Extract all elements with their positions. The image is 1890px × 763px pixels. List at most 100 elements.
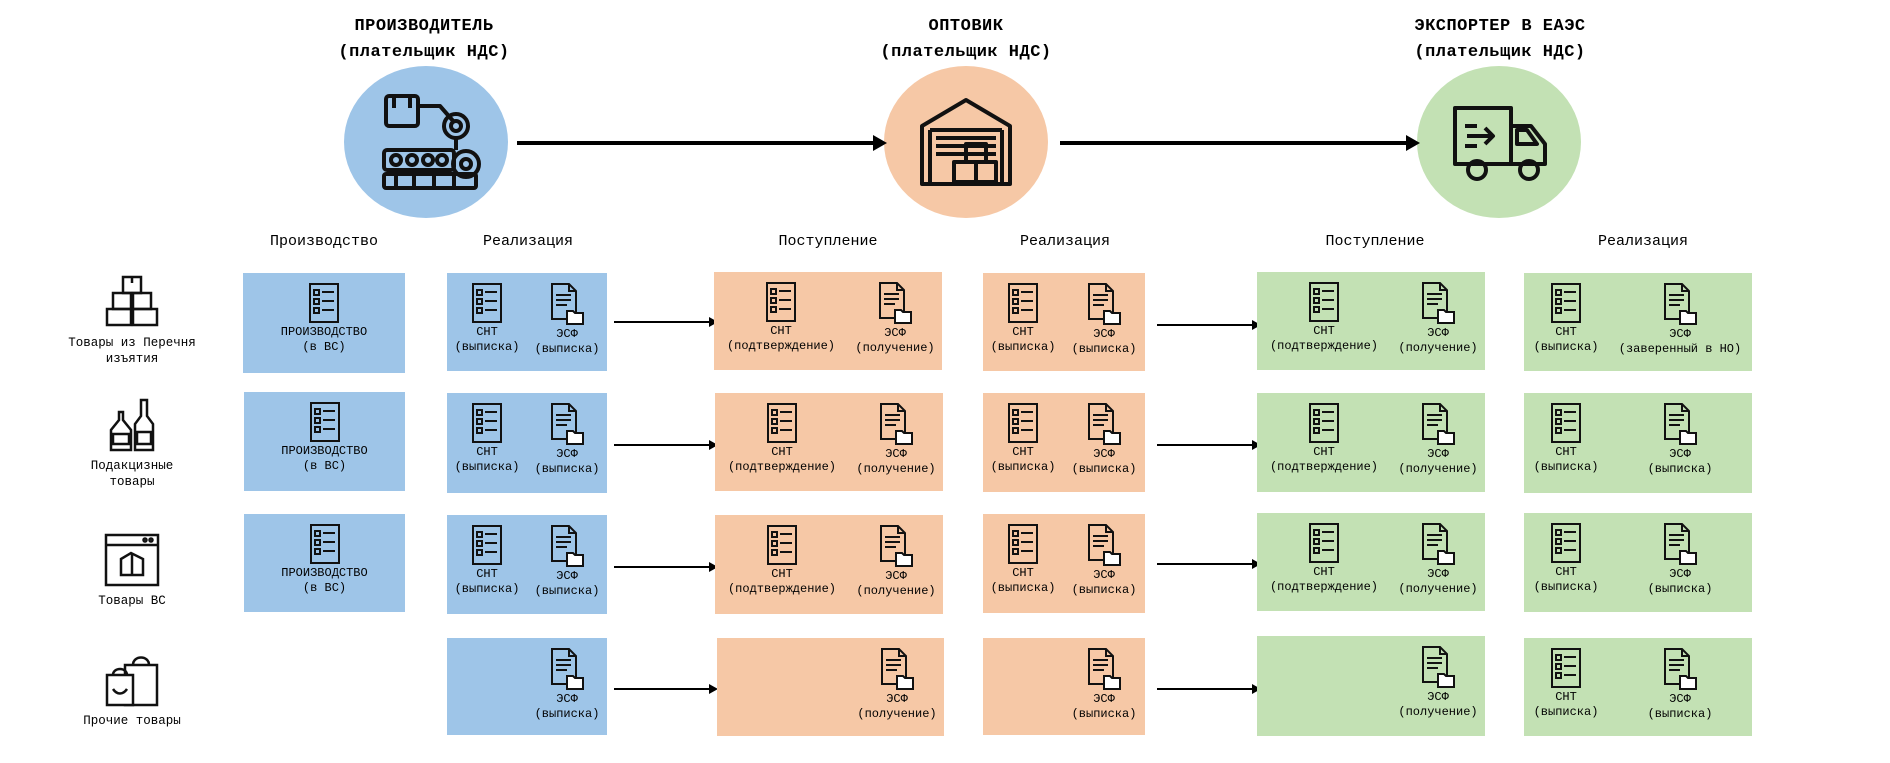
doc-snt-issue: СНТ (выписка): [983, 403, 1063, 475]
invoice-folder-icon: [880, 525, 913, 567]
doc-esf-receive: ЭСФ (получение): [1391, 403, 1485, 477]
category-label: Товары из Перечня изъятия: [68, 336, 196, 366]
doc-snt-issue: СНТ (выписка): [447, 283, 527, 355]
column-header-receipt-exporter: Поступление: [1325, 233, 1425, 250]
cell-row2-sale-exporter: СНТ (выписка) ЭСФ (выписка): [1524, 393, 1752, 493]
row4-arrow-1: [614, 684, 718, 694]
cell-row2-sale-producer: СНТ (выписка) ЭСФ (выписка): [447, 393, 607, 493]
doc-snt-issue: СНТ (выписка): [983, 283, 1063, 355]
checklist-icon: [1309, 282, 1339, 322]
exporter-circle: [1417, 66, 1581, 218]
invoice-folder-icon: [1088, 524, 1121, 566]
row4-arrow-2: [1157, 684, 1261, 694]
category-label: Прочие товары: [83, 714, 181, 728]
factory-robot-arm-icon: [382, 94, 481, 190]
checklist-icon: [767, 525, 797, 565]
doc-snt-confirm: СНТ (подтверждение): [1257, 282, 1391, 354]
doc-esf-receive: ЭСФ (получение): [848, 282, 942, 356]
shopping-bags-icon: [103, 653, 161, 707]
flow-arrow-producer-to-wholesaler: [517, 135, 887, 151]
row2-arrow-1: [614, 440, 718, 450]
category-other-goods: Прочие товары: [52, 653, 212, 729]
checklist-icon: [1551, 403, 1581, 443]
invoice-folder-icon: [1422, 403, 1455, 445]
doc-esf-issue: ЭСФ (выписка): [1063, 283, 1145, 357]
doc-production: ПРОИЗВОДСТВО (в ВС): [243, 283, 405, 355]
checklist-icon: [309, 402, 340, 442]
row3-arrow-2: [1157, 559, 1261, 569]
invoice-folder-icon: [1088, 403, 1121, 445]
invoice-folder-icon: [1422, 646, 1455, 688]
invoice-folder-icon: [551, 403, 584, 445]
invoice-folder-icon: [1664, 403, 1697, 445]
column-header-receipt-wholesaler: Поступление: [778, 233, 878, 250]
category-label: Товары ВС: [98, 594, 166, 608]
column-header-production: Производство: [269, 233, 379, 250]
warehouse-icon: [920, 98, 1012, 186]
checklist-icon: [1309, 523, 1339, 563]
row2-arrow-2: [1157, 440, 1261, 450]
doc-esf-issue: ЭСФ (выписка): [527, 525, 607, 599]
invoice-folder-icon: [1422, 282, 1455, 324]
cell-row4-sale-exporter: СНТ (выписка) ЭСФ (выписка): [1524, 638, 1752, 736]
row1-arrow-1: [614, 317, 718, 327]
doc-esf-issue: ЭСФ (выписка): [1608, 403, 1752, 477]
doc-snt-confirm: СНТ (подтверждение): [714, 282, 848, 354]
doc-snt-issue: СНТ (выписка): [983, 524, 1063, 596]
cell-row2-sale-wholesaler: СНТ (выписка) ЭСФ (выписка): [983, 393, 1145, 492]
column-header-sale-exporter: Реализация: [1597, 233, 1688, 250]
cell-row2-receipt-wholesaler: СНТ (подтверждение) ЭСФ (получение): [715, 393, 943, 491]
box-window-icon: [103, 533, 161, 587]
invoice-folder-icon: [551, 525, 584, 567]
doc-esf-issue: ЭСФ (выписка): [1608, 523, 1752, 597]
checklist-icon: [309, 283, 339, 323]
doc-snt-issue: СНТ (выписка): [1524, 283, 1608, 355]
cell-row3-receipt-exporter: СНТ (подтверждение) ЭСФ (получение): [1257, 513, 1485, 611]
checklist-icon: [472, 283, 502, 323]
doc-esf-receive: ЭСФ (получение): [849, 403, 943, 477]
delivery-truck-icon: [1453, 106, 1547, 181]
invoice-folder-icon: [1422, 523, 1455, 565]
doc-snt-confirm: СНТ (подтверждение): [715, 403, 849, 475]
invoice-folder-icon: [551, 648, 584, 690]
checklist-icon: [1309, 403, 1339, 443]
invoice-folder-icon: [1088, 283, 1121, 325]
bottles-icon: [103, 398, 161, 452]
cell-row4-receipt-exporter: ЭСФ (получение): [1257, 636, 1485, 736]
doc-snt-issue: СНТ (выписка): [1524, 648, 1608, 720]
cell-row4-sale-wholesaler: ЭСФ (выписка): [983, 638, 1145, 735]
actor-title-wholesaler: ОПТОВИК (плательщик НДС): [880, 17, 1052, 62]
doc-snt-issue: СНТ (выписка): [447, 525, 527, 597]
wholesaler-circle: [884, 66, 1048, 218]
doc-esf-issue: ЭСФ (выписка): [1608, 648, 1752, 722]
doc-snt-issue: СНТ (выписка): [1524, 523, 1608, 595]
invoice-folder-icon: [1088, 648, 1121, 690]
invoice-folder-icon: [881, 648, 914, 690]
cell-row1-receipt-wholesaler: СНТ (подтверждение) ЭСФ (получение): [714, 272, 942, 370]
checklist-icon: [1008, 283, 1038, 323]
invoice-folder-icon: [879, 282, 912, 324]
checklist-icon: [766, 282, 796, 322]
invoice-folder-icon: [551, 283, 584, 325]
doc-esf-issue: ЭСФ (выписка): [1063, 524, 1145, 598]
category-excise-goods: Подакцизные товары: [52, 398, 212, 490]
invoice-folder-icon: [1664, 648, 1697, 690]
doc-esf-receive: ЭСФ (получение): [1391, 523, 1485, 597]
row3-arrow-1: [614, 562, 718, 572]
cell-row1-sale-wholesaler: СНТ (выписка) ЭСФ (выписка): [983, 273, 1145, 371]
doc-snt-issue: СНТ (выписка): [447, 403, 527, 475]
doc-snt-confirm: СНТ (подтверждение): [1257, 403, 1391, 475]
checklist-icon: [1551, 283, 1581, 323]
checklist-icon: [472, 403, 502, 443]
boxes-icon: [103, 275, 161, 329]
category-label: Подакцизные товары: [90, 459, 174, 489]
invoice-folder-icon: [1664, 283, 1697, 325]
doc-esf-receive: ЭСФ (получение): [1391, 646, 1485, 720]
producer-circle: [344, 66, 508, 218]
invoice-folder-icon: [880, 403, 913, 445]
cell-row4-receipt-wholesaler: ЭСФ (получение): [717, 638, 944, 736]
doc-production: ПРОИЗВОДСТВО (в ВС): [244, 524, 405, 596]
actor-title-producer: ПРОИЗВОДИТЕЛЬ (плательщик НДС): [338, 17, 510, 62]
doc-esf-issue: ЭСФ (выписка): [1063, 403, 1145, 477]
flow-arrow-wholesaler-to-exporter: [1060, 135, 1420, 151]
